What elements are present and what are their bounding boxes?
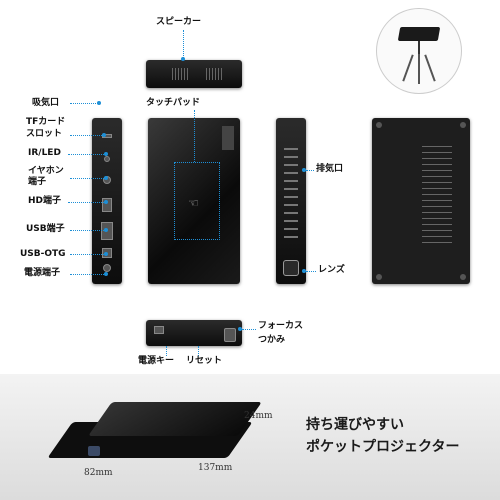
label-lens: レンズ xyxy=(318,265,345,275)
label-exhaust: 排気口 xyxy=(316,164,344,174)
label-earphone-2: 端子 xyxy=(28,177,47,187)
label-reset: リセット xyxy=(186,356,223,366)
label-speaker: スピーカー xyxy=(156,17,202,27)
product-banner: 24mm 137mm 82mm 持ち運びやすい ポケットプロジェクター xyxy=(0,374,500,500)
speaker-grille-left xyxy=(172,68,188,80)
focus-wheel xyxy=(224,328,236,342)
label-tf-card-1: TFカード xyxy=(26,117,66,127)
device-perspective-photo xyxy=(47,394,262,464)
exhaust-vents xyxy=(284,148,298,238)
label-power-port: 電源端子 xyxy=(24,268,61,278)
label-usb-port: USB端子 xyxy=(26,224,65,234)
label-touchpad: タッチパッド xyxy=(146,98,201,108)
device-exhaust-side-view xyxy=(276,118,306,284)
label-usb-otg: USB-OTG xyxy=(20,249,66,259)
hd-port xyxy=(102,198,112,212)
banner-title-line1: 持ち運びやすい xyxy=(306,417,404,433)
label-hd-port: HD端子 xyxy=(28,196,62,206)
spec-label-text xyxy=(422,146,452,246)
device-speaker-view xyxy=(146,60,242,88)
touchpad-area xyxy=(174,162,220,240)
label-ir-led: IR/LED xyxy=(28,148,61,158)
banner-title-line2: ポケットプロジェクター xyxy=(306,439,460,455)
lens xyxy=(283,260,299,276)
device-bottom-view xyxy=(372,118,470,284)
brand-logo xyxy=(222,126,234,150)
label-intake: 吸気口 xyxy=(32,98,60,108)
dim-length: 137mm xyxy=(198,463,233,473)
label-focus-1: フォーカス xyxy=(258,321,304,331)
dim-width: 82mm xyxy=(84,468,113,478)
tripod-photo xyxy=(376,8,462,94)
speaker-grille-right xyxy=(206,68,222,80)
ir-led xyxy=(104,156,110,162)
touch-icon: ☜ xyxy=(188,196,199,210)
dim-height: 24mm xyxy=(244,411,273,421)
power-key xyxy=(154,326,164,334)
power-port xyxy=(103,264,111,272)
label-power-key: 電源キー xyxy=(138,356,175,366)
label-tf-card-2: スロット xyxy=(26,129,63,139)
label-earphone-1: イヤホン xyxy=(28,166,64,176)
label-focus-2: つかみ xyxy=(258,335,286,345)
device-front-view xyxy=(146,320,242,346)
device-top-view: ☜ xyxy=(148,118,240,284)
